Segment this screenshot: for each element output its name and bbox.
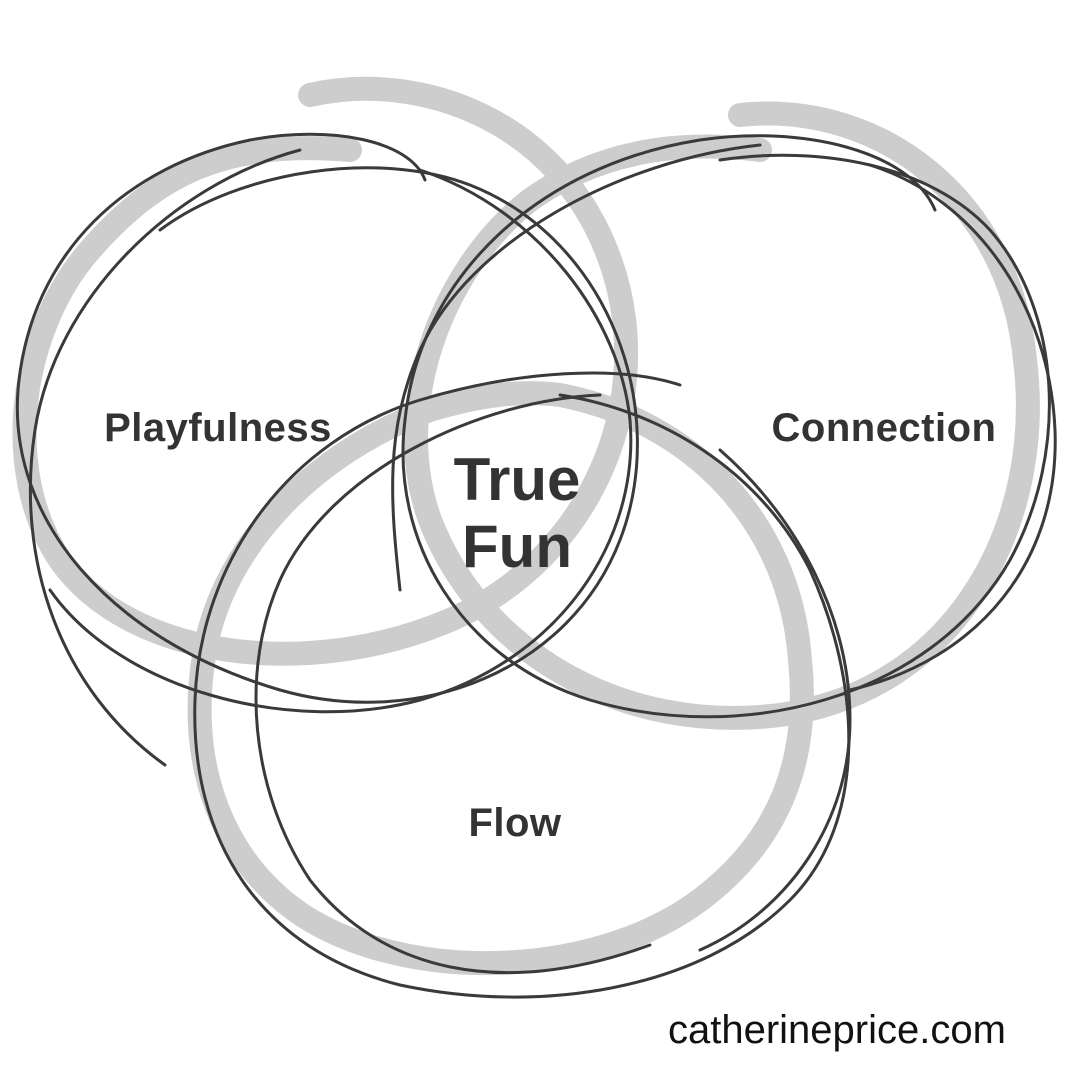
playfulness-circle-pass2 <box>28 148 633 767</box>
ink-strokes <box>15 132 1057 999</box>
connection-label: Connection <box>772 406 997 450</box>
playfulness-circle <box>15 132 639 704</box>
flow-circle <box>193 371 851 999</box>
flow-label: Flow <box>468 801 561 845</box>
connection-shadow-stroke <box>404 101 1040 730</box>
center-label-line1: True <box>454 446 581 513</box>
connection-circle <box>401 134 1051 719</box>
playfulness-label: Playfulness <box>104 406 332 450</box>
center-label-line2: Fun <box>462 513 572 580</box>
flow-shadow-stroke <box>187 381 814 976</box>
flow-circle-pass2 <box>254 393 852 975</box>
website-url: catherineprice.com <box>668 1008 1006 1052</box>
connection-circle-pass2 <box>391 143 1057 692</box>
